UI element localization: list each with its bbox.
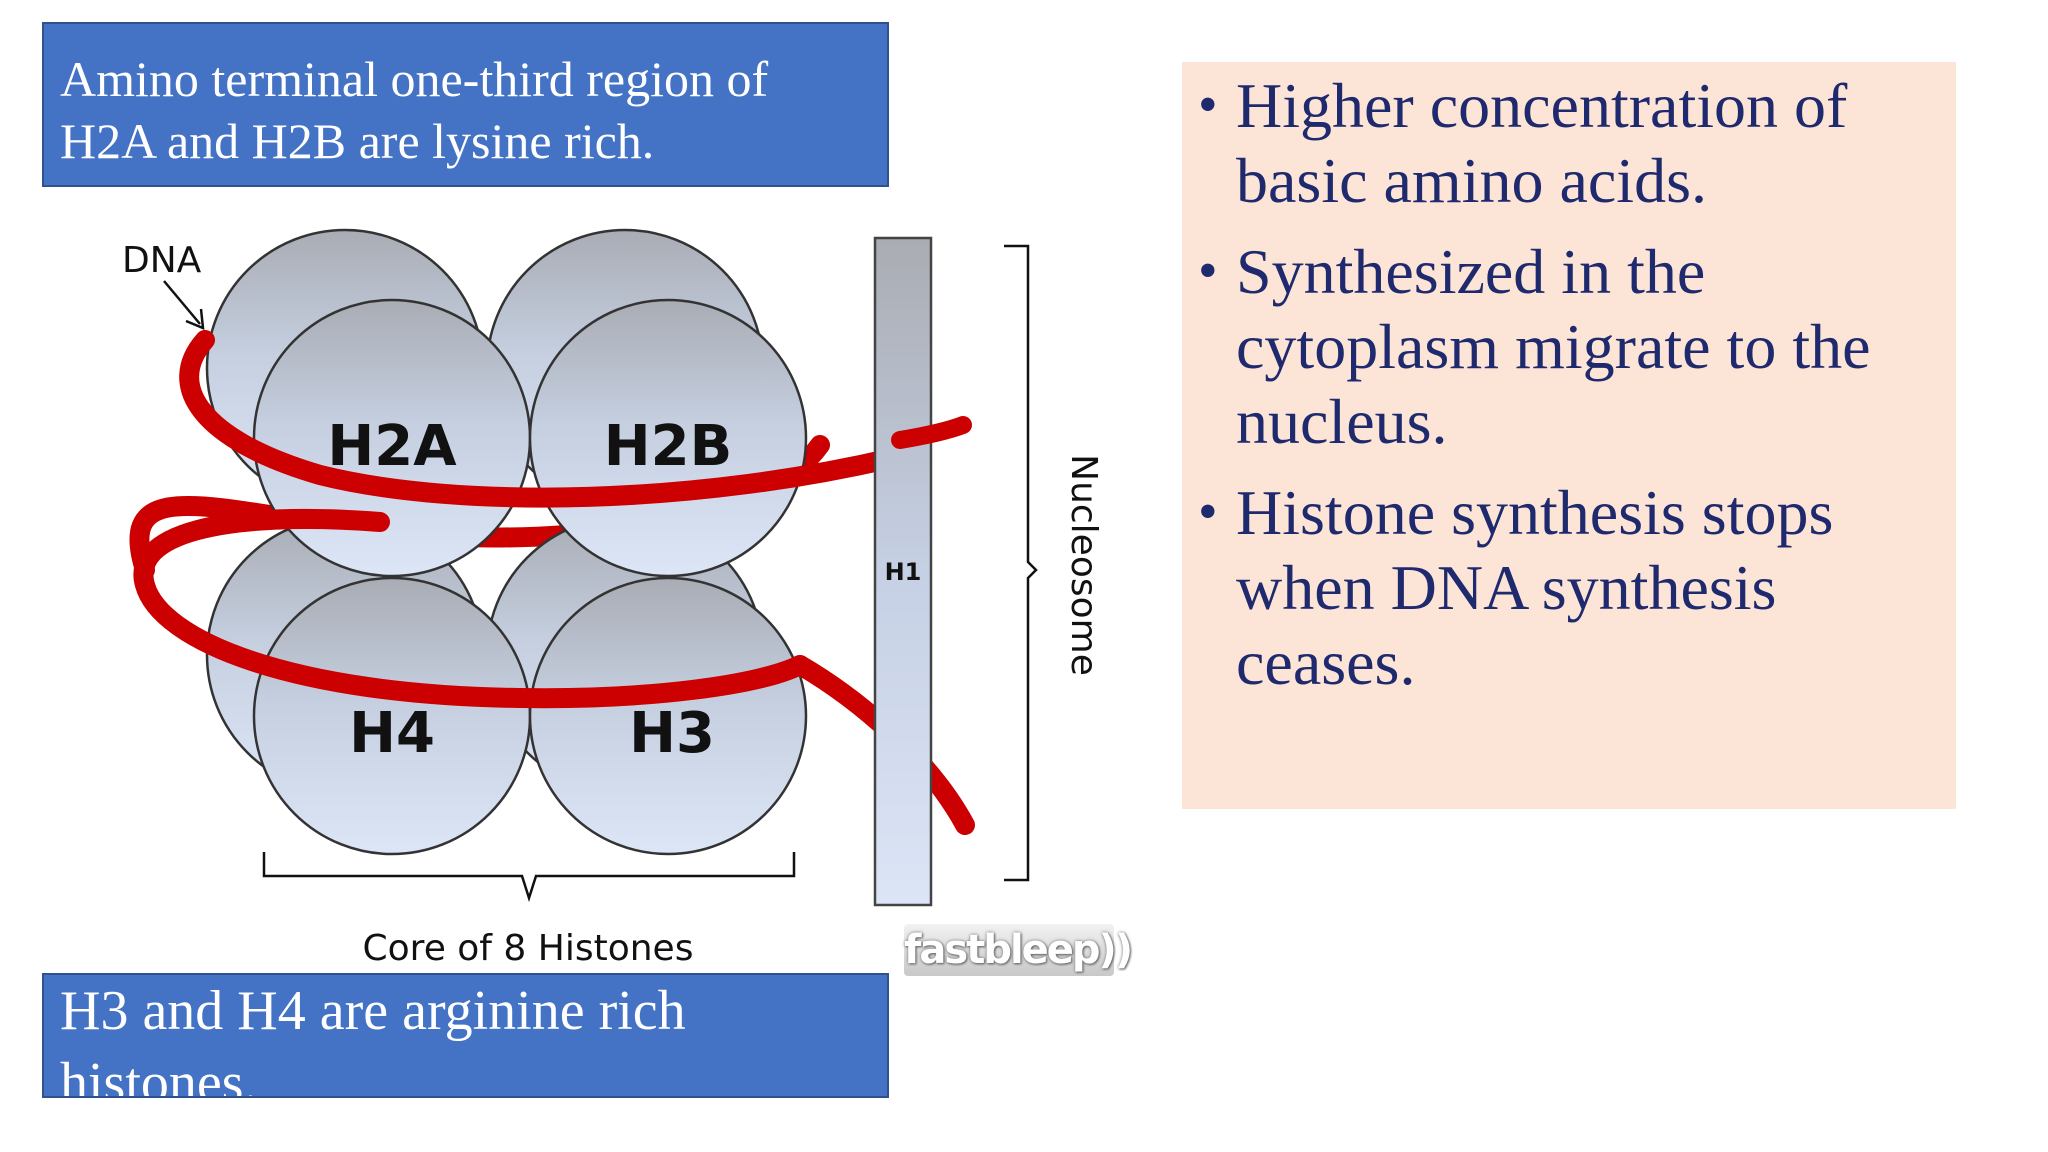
lysine-rich-callout: Amino terminal one-third region of H2A a…: [42, 22, 889, 187]
fact-item-synthesis-location: • Synthesized in the cytoplasm migrate t…: [1194, 234, 1940, 459]
histone-h4-label: H4: [349, 701, 435, 766]
fact-text: Histone synthesis stops when DNA synthes…: [1236, 477, 1834, 698]
core-bracket: [262, 852, 796, 903]
nucleosome-label: Nucleosome: [1063, 454, 1104, 676]
dna-pointer-line: [163, 280, 201, 325]
fastbleep-logo: fastbleep)): [904, 924, 1133, 976]
dna-front-upper-loop: [179, 330, 915, 508]
histone-h2b-sphere: [528, 298, 808, 578]
histone-h2b-label: H2B: [604, 414, 733, 479]
bullet-dot-icon: •: [1198, 481, 1218, 543]
histone-h3-label: H3: [629, 701, 715, 766]
bullet-dot-icon: •: [1198, 74, 1218, 136]
fact-item-synthesis-stop: • Histone synthesis stops when DNA synth…: [1194, 475, 1940, 700]
fact-item-basic-amino-acids: • Higher concentration of basic amino ac…: [1194, 68, 1940, 218]
bullet-dot-icon: •: [1198, 240, 1218, 302]
fact-text: Synthesized in the cytoplasm migrate to …: [1236, 236, 1871, 457]
facts-list: • Higher concentration of basic amino ac…: [1194, 68, 1940, 700]
arginine-rich-callout: H3 and H4 are arginine rich histones.: [42, 973, 889, 1098]
h1-linker-label: H1: [885, 558, 922, 586]
facts-panel: • Higher concentration of basic amino ac…: [1182, 62, 1956, 809]
dna-entry-strand: [891, 416, 972, 449]
h1-linker-bar: [873, 236, 933, 907]
dna-pointer-arrowhead: [185, 308, 205, 330]
nucleosome-diagram: H2A H2B H4 H3 H1 DNA Nucleosome Core of …: [122, 228, 1104, 969]
dna-front-lower-loop: [133, 509, 810, 709]
nucleosome-bracket: [1004, 244, 1038, 882]
core-label: Core of 8 Histones: [363, 928, 694, 969]
histone-h3-sphere: [528, 576, 808, 856]
dna-label: DNA: [122, 240, 202, 281]
fact-text: Higher concentration of basic amino acid…: [1236, 70, 1848, 216]
histone-h2a-label: H2A: [327, 414, 457, 479]
